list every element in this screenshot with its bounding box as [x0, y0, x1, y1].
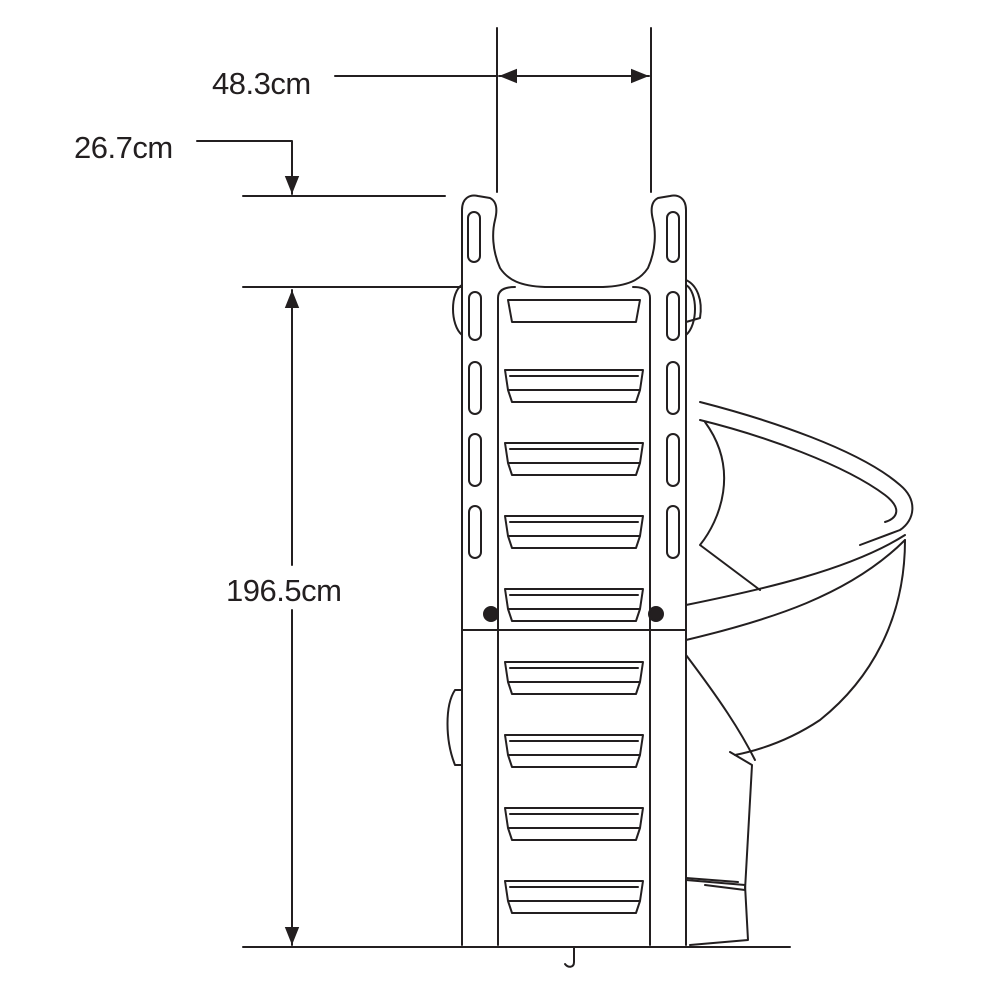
- ladder-step: [504, 515, 644, 549]
- rear-slide-edge: [446, 689, 463, 766]
- total-height-dimension-label: 196.5cm: [226, 573, 342, 608]
- left-rail-slot: [468, 433, 482, 487]
- ladder-right-rail-outer: [602, 194, 687, 946]
- rail-height-leader: [196, 140, 300, 195]
- ladder-step: [504, 807, 644, 841]
- slide-curve-outer: [734, 539, 906, 756]
- rail-height-dimension-label: 26.7cm: [74, 130, 173, 165]
- ladder-step: [504, 661, 644, 695]
- ladder-step: [504, 369, 644, 403]
- ladder-step: [504, 734, 644, 768]
- ladder-steps: [504, 369, 644, 914]
- ladder-step: [504, 442, 644, 476]
- ground-stake: [564, 946, 575, 968]
- rear-frame-bump-left: [452, 284, 463, 336]
- right-joint-bolt: [648, 606, 664, 622]
- right-rail-slot: [666, 361, 680, 415]
- slide-curve-inner: [685, 654, 756, 761]
- ladder-step: [504, 880, 644, 914]
- ladder-step: [504, 588, 644, 622]
- right-rail-slot: [666, 505, 680, 559]
- rear-frame-bump-right: [685, 284, 696, 336]
- spiral-slide: [446, 279, 914, 946]
- slide-entry-lip: [685, 279, 702, 323]
- left-rail-slot: [468, 361, 482, 415]
- slide-inner-rim: [699, 419, 898, 523]
- right-rail-slot: [666, 433, 680, 487]
- ladder-top-platform: [507, 299, 641, 323]
- ladder-left-rail-inner: [497, 286, 516, 946]
- right-handle-slot-top: [666, 211, 680, 263]
- left-joint-bolt: [483, 606, 499, 622]
- slide-support-column: [704, 751, 753, 891]
- slide-chute-bottom: [685, 539, 906, 641]
- width-dimension: [334, 27, 652, 193]
- right-rail-slot: [666, 291, 680, 341]
- left-rail-slot: [468, 291, 482, 341]
- width-dimension-label: 48.3cm: [212, 66, 311, 101]
- ladder-right-rail-inner: [632, 286, 651, 946]
- total-height-dimension: [242, 289, 791, 948]
- left-rail-slot: [468, 505, 482, 559]
- slide-exit-lip: [685, 877, 739, 883]
- ladder-left-rail-outer: [461, 194, 546, 946]
- slide-upper-chute: [699, 421, 761, 591]
- left-handle-slot-top: [467, 211, 481, 263]
- rail-height-dimension: [196, 140, 463, 288]
- ladder: [452, 194, 696, 968]
- slide-outer-rim: [699, 401, 914, 546]
- slide-exit-base: [685, 879, 749, 946]
- slide-chute-top: [685, 534, 906, 606]
